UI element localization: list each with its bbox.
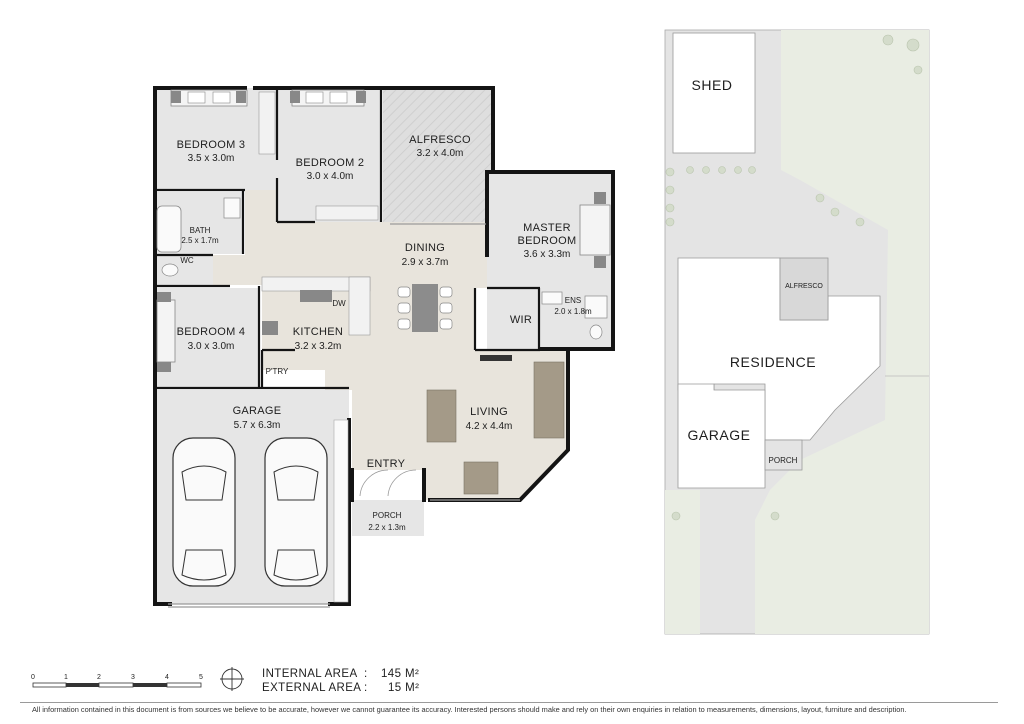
scale-tick-2: 2 (97, 674, 101, 681)
bedroom-2-area (277, 88, 381, 222)
bath-dims: 2.5 x 1.7m (181, 236, 219, 245)
porch-area (352, 500, 424, 536)
entry-label: ENTRY (367, 458, 406, 470)
alfresco-area (383, 88, 493, 222)
scale-tick-4: 4 (165, 674, 169, 681)
master-bedroom-label-2: BEDROOM (518, 235, 577, 247)
master-bedroom-dims: 3.6 x 3.3m (524, 249, 571, 260)
floor-plan: BEDROOM 3 3.5 x 3.0m BEDROOM 2 3.0 x 4.0… (153, 86, 615, 608)
dining-dims: 2.9 x 3.7m (402, 257, 449, 268)
site-alfresco-label: ALFRESCO (785, 283, 823, 290)
bedroom-2-dims: 3.0 x 4.0m (307, 171, 354, 182)
disclaimer-divider (20, 702, 998, 703)
site-porch-block (764, 439, 803, 471)
trees (665, 34, 923, 521)
bedroom-4-dims: 3.0 x 3.0m (188, 341, 235, 352)
disclaimer-text: All information contained in this docume… (32, 705, 907, 714)
pantry-label: P'TRY (266, 367, 289, 376)
bedroom-2-label: BEDROOM 2 (296, 157, 365, 169)
ensuite-dims: 2.0 x 1.8m (554, 307, 592, 316)
bedroom-4-label: BEDROOM 4 (177, 326, 246, 338)
dining-label: DINING (405, 242, 445, 254)
alfresco-label: ALFRESCO (409, 134, 471, 146)
area-summary: INTERNAL AREA : 145 M² EXTERNAL AREA : 1… (262, 668, 419, 694)
bath-label: BATH (190, 226, 211, 235)
scale-tick-5: 5 (199, 674, 203, 681)
living-dims: 4.2 x 4.4m (466, 421, 513, 432)
wc-label: WC (180, 256, 194, 265)
site-garage-block (677, 383, 766, 489)
bedroom-3-dims: 3.5 x 3.0m (188, 153, 235, 164)
master-bedroom-label: MASTER (523, 222, 571, 234)
external-area-separator: : (364, 682, 368, 694)
wir-label: WIR (510, 314, 532, 326)
scale-bar: 0 1 2 3 4 5 (31, 674, 203, 688)
residence-label: RESIDENCE (730, 354, 816, 370)
scale-tick-0: 0 (31, 674, 35, 681)
external-area-value: 15 M² (388, 682, 419, 694)
lawn-area-left (665, 490, 700, 634)
internal-area-separator: : (364, 668, 368, 680)
ensuite-label: ENS (565, 296, 581, 305)
living-label: LIVING (470, 406, 508, 418)
wir-area (487, 287, 539, 349)
dishwasher-label: DW (332, 299, 346, 308)
shed-block (672, 32, 756, 154)
external-area-label: EXTERNAL AREA (262, 682, 361, 694)
kitchen-dims: 3.2 x 3.2m (295, 341, 342, 352)
furniture (156, 89, 611, 603)
internal-area-value: 145 M² (381, 668, 419, 680)
site-plan: SHED ALFRESCO RESIDENCE GARAGE PORCH (664, 29, 930, 635)
kitchen-label: KITCHEN (293, 326, 343, 338)
shed-label: SHED (692, 77, 733, 93)
site-alfresco-block (779, 257, 829, 321)
north-compass-icon (220, 667, 244, 691)
site-porch-label: PORCH (769, 456, 798, 465)
alfresco-dims: 3.2 x 4.0m (417, 148, 464, 159)
lawn-area (755, 30, 929, 634)
internal-area-label: INTERNAL AREA (262, 668, 358, 680)
bedroom-3-label: BEDROOM 3 (177, 139, 246, 151)
site-garage-label: GARAGE (688, 427, 751, 443)
living-dining-area (213, 190, 568, 500)
garage-dims: 5.7 x 6.3m (234, 420, 281, 431)
porch-label: PORCH (373, 511, 402, 520)
scale-tick-3: 3 (131, 674, 135, 681)
scale-tick-1: 1 (64, 674, 68, 681)
garage-label: GARAGE (233, 405, 282, 417)
porch-dims: 2.2 x 1.3m (368, 523, 406, 532)
